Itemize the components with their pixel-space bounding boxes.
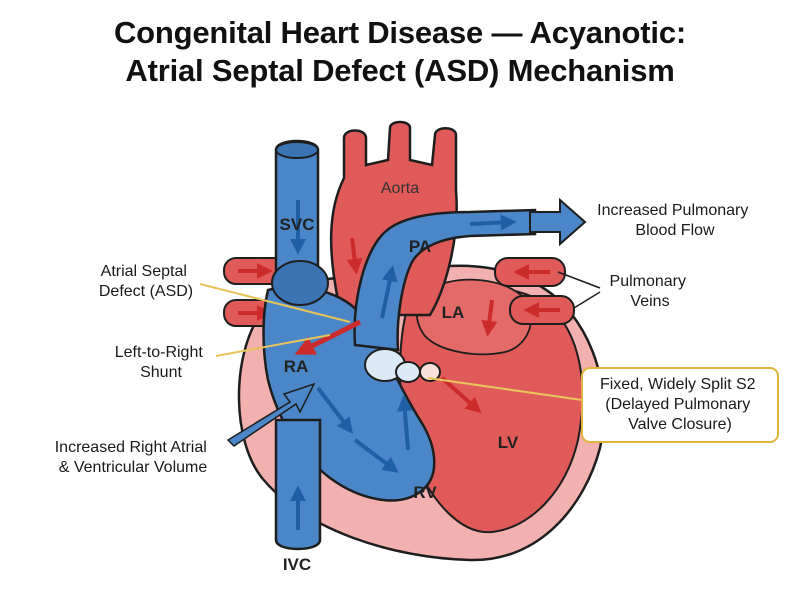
la-label: LA bbox=[442, 303, 465, 322]
aorta-flow-arrow bbox=[346, 237, 363, 275]
s2-callout-box bbox=[581, 367, 779, 443]
pulmonary-flow-arrow bbox=[529, 197, 587, 247]
veins-leader-top bbox=[557, 271, 601, 289]
pulmonary-artery bbox=[353, 208, 537, 352]
pulmonary-valve bbox=[364, 348, 441, 383]
ivc-label: IVC bbox=[283, 555, 311, 574]
s2-leader-line bbox=[427, 377, 583, 401]
title-line-1: Congenital Heart Disease — Acyanotic: bbox=[113, 15, 686, 50]
rv-flow-arrow bbox=[353, 438, 399, 473]
asd-annotation: Atrial Septal Defect (ASD) bbox=[99, 263, 193, 300]
rv-label: RV bbox=[413, 483, 437, 502]
diagram-title: Congenital Heart Disease — Acyanotic: At… bbox=[0, 14, 800, 90]
pulmonary-flow-annotation: Increased Pulmonary Blood Flow bbox=[597, 202, 753, 239]
left-atrium bbox=[415, 278, 532, 356]
rvot-flow-arrow bbox=[396, 395, 413, 451]
s2-annotation: Fixed, Widely Split S2 (Delayed Pulmonar… bbox=[600, 376, 760, 433]
pulmonary-veins-left-side bbox=[494, 257, 575, 325]
ivc-vessel bbox=[274, 418, 322, 551]
ra-flow-arrow bbox=[316, 386, 353, 434]
volume-annotation: Increased Right Atrial & Ventricular Vol… bbox=[55, 439, 212, 476]
shunt-leader-line bbox=[215, 334, 331, 357]
la-flow-arrow bbox=[481, 299, 498, 337]
aorta-label: Aorta bbox=[381, 180, 419, 197]
pulmonary-veins-annotation: Pulmonary Veins bbox=[610, 273, 691, 310]
title-line-2: Atrial Septal Defect (ASD) Mechanism bbox=[125, 53, 675, 88]
pa-label: PA bbox=[409, 237, 431, 256]
svc-label: SVC bbox=[280, 215, 315, 234]
shunt-arrow bbox=[294, 319, 362, 355]
asd-leader-line bbox=[199, 283, 351, 323]
veins-leader-bottom bbox=[573, 291, 601, 309]
volume-arrow bbox=[226, 382, 316, 447]
lv-label: LV bbox=[498, 433, 519, 452]
pa-flow-arrow bbox=[380, 265, 398, 319]
asd-opening bbox=[271, 260, 329, 306]
ra-label: RA bbox=[284, 357, 309, 376]
shunt-annotation: Left-to-Right Shunt bbox=[115, 344, 208, 381]
lv-flow-arrow bbox=[440, 376, 482, 414]
